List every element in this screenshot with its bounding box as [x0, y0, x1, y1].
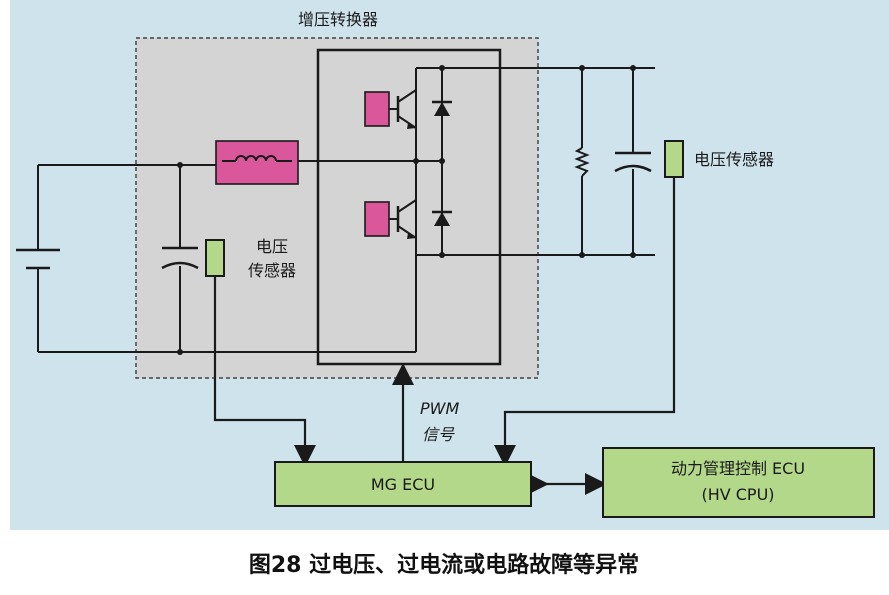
voltage-sensor-left	[205, 239, 225, 277]
hv-ecu-label-line1: 动力管理控制 ECU	[671, 459, 805, 478]
mg-ecu-block	[274, 461, 532, 507]
upper-igbt	[364, 89, 417, 129]
mg-ecu-label: MG ECU	[371, 475, 435, 494]
reactor-inductor	[215, 140, 299, 185]
output-capacitor	[614, 151, 652, 173]
output-resistor	[574, 147, 590, 177]
lower-diode	[432, 210, 452, 226]
signal-lines	[213, 177, 676, 495]
pwm-label: PWM	[420, 399, 459, 418]
input-capacitor	[161, 246, 199, 270]
battery-symbol	[16, 165, 60, 352]
pwm-signal-label: 信号	[422, 425, 455, 444]
figure-caption: 图28 过电压、过电流或电路故障等异常	[249, 552, 639, 578]
sensor-left-label-line2: 传感器	[248, 261, 296, 280]
sensor-right-label: 电压传感器	[694, 150, 774, 169]
junction-dots	[177, 65, 636, 355]
converter-title: 增压转换器	[298, 10, 378, 29]
boost-converter-region	[135, 37, 539, 379]
sensor-left-label-line1: 电压	[256, 237, 288, 256]
voltage-sensor-right	[664, 140, 684, 178]
hv-ecu-block	[602, 447, 875, 518]
lower-igbt	[364, 199, 417, 239]
upper-diode	[432, 100, 452, 116]
hv-ecu-label-line2: (HV CPU)	[701, 485, 774, 504]
